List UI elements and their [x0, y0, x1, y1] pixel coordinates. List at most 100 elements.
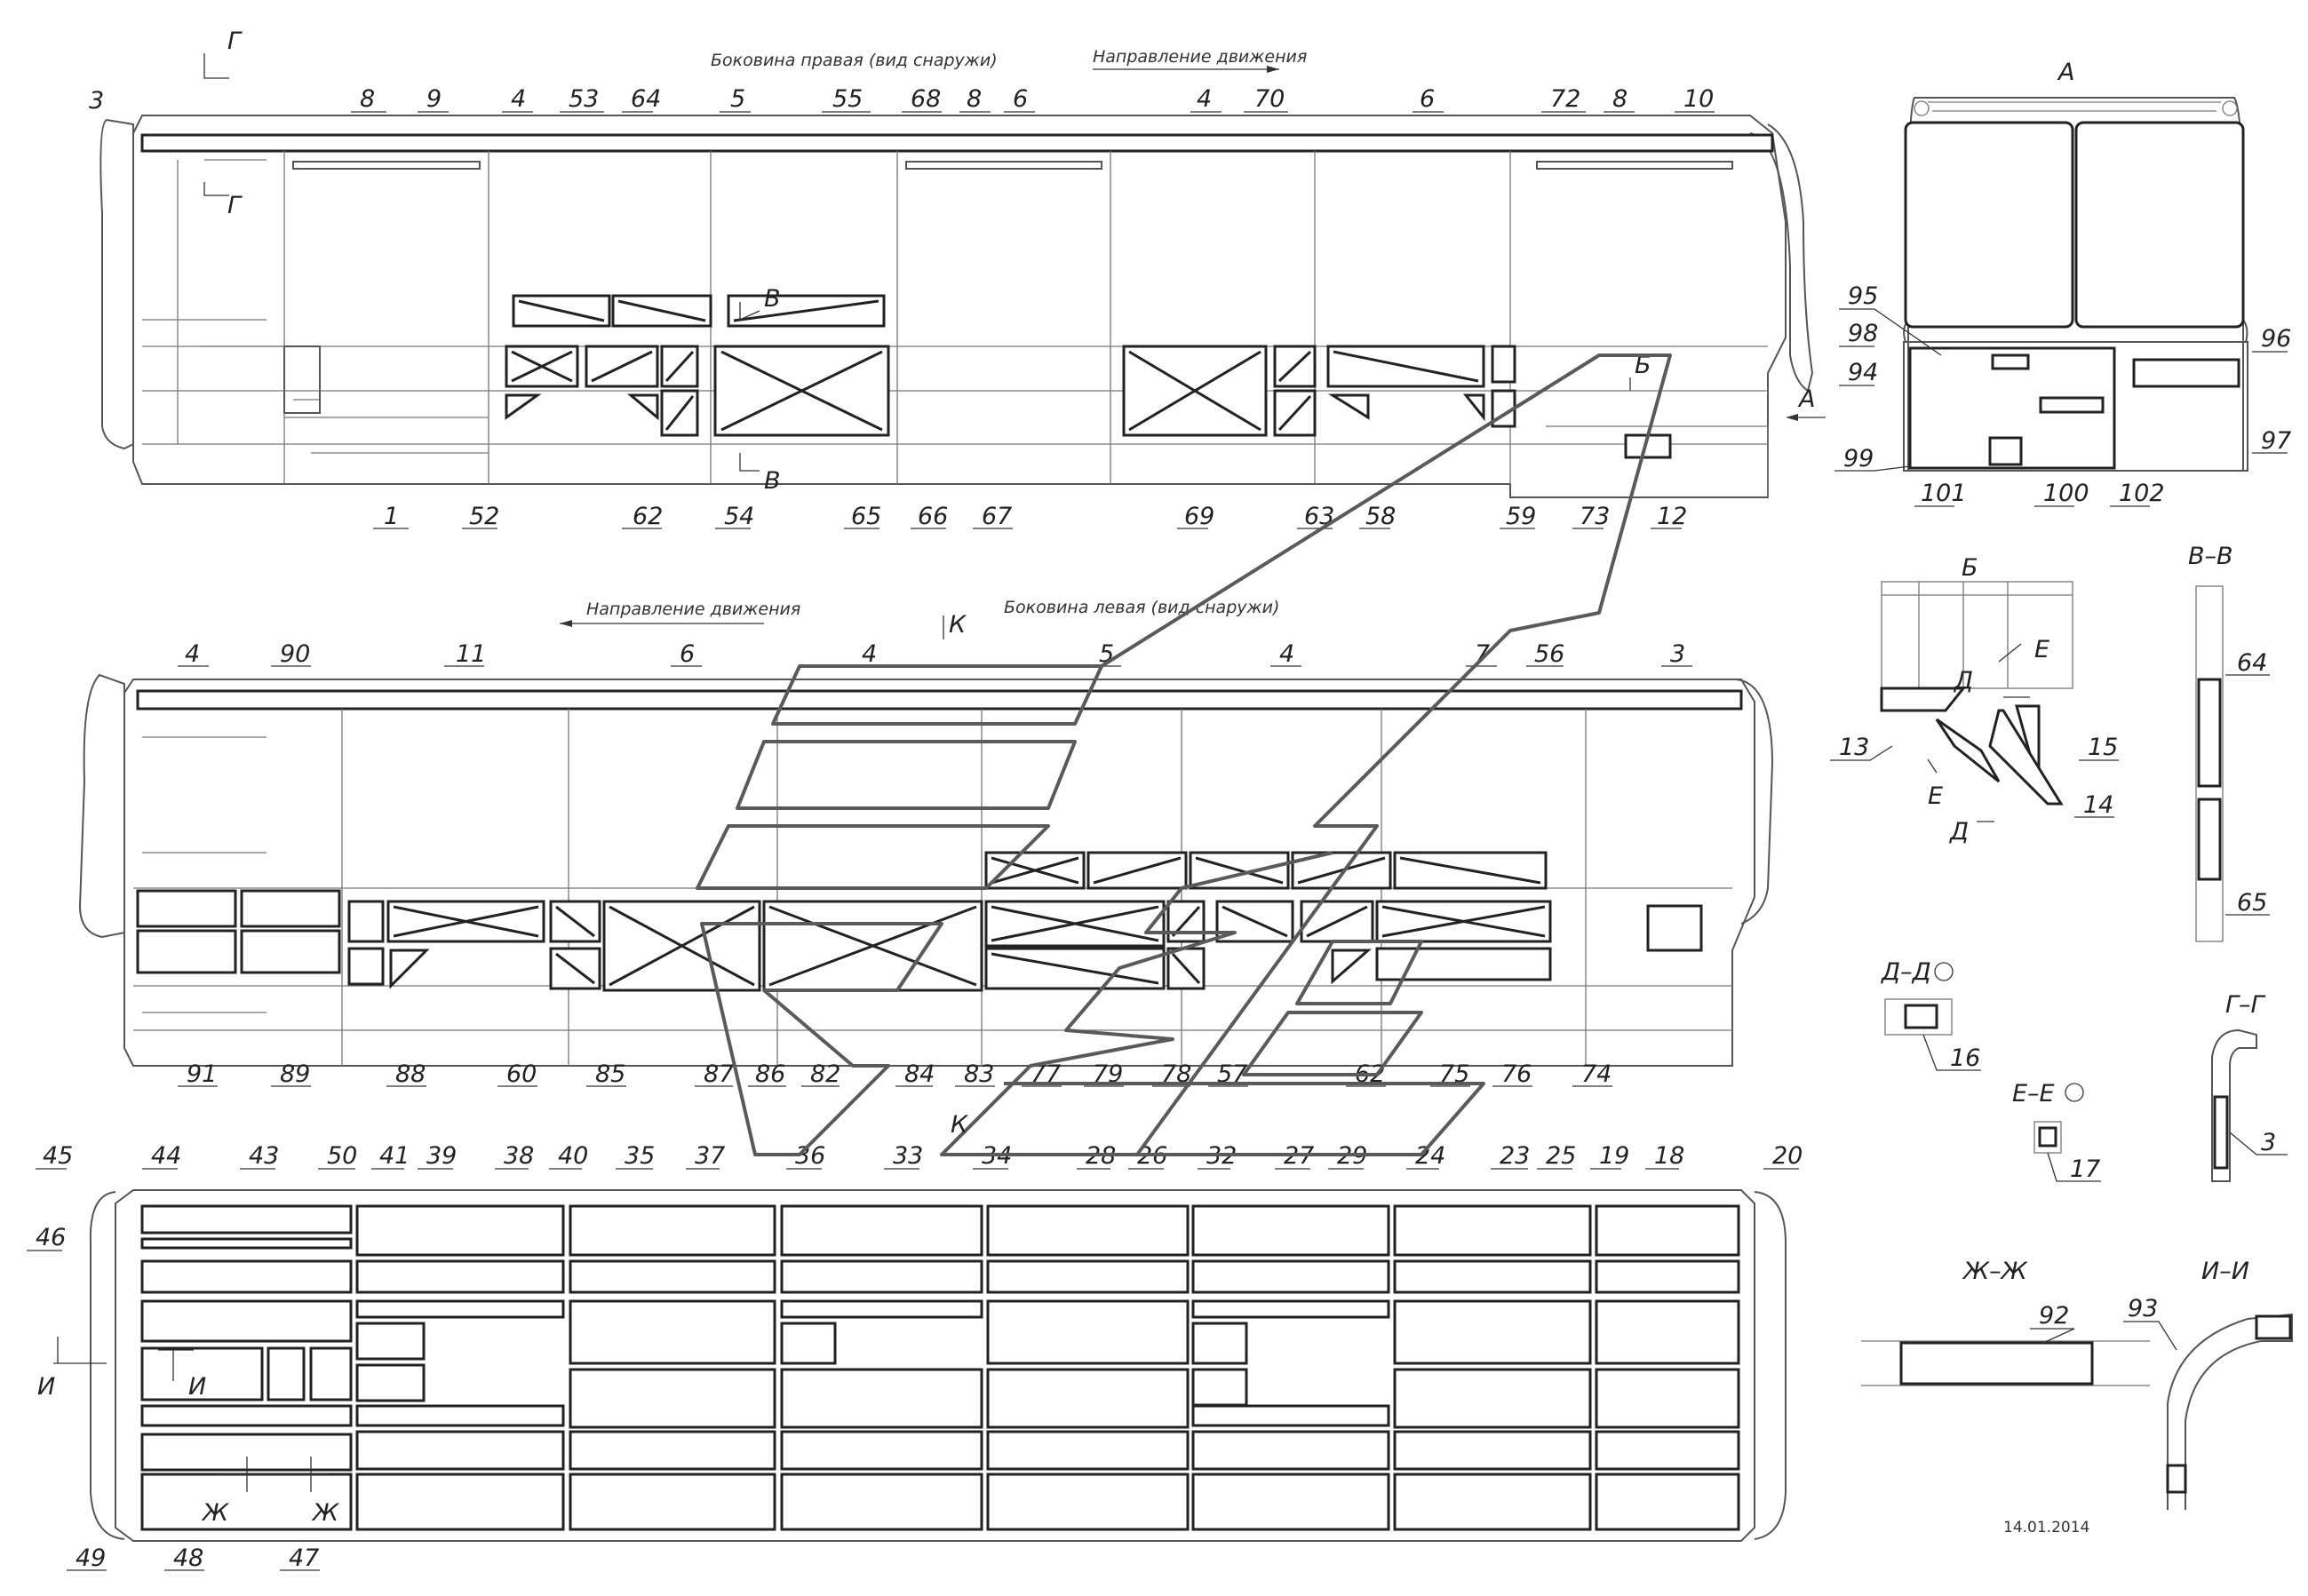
svg-text:25: 25 — [1546, 1142, 1576, 1170]
svg-text:39: 39 — [426, 1142, 457, 1170]
view-b-title: Б — [1962, 554, 1978, 582]
detail-view-gg: Г–Г 3 — [2211, 991, 2288, 1182]
arrow-right-icon — [1267, 66, 1279, 73]
svg-text:23: 23 — [1500, 1142, 1530, 1170]
svg-text:37: 37 — [695, 1142, 725, 1170]
direction-caption-top: Направление движения — [1093, 47, 1307, 67]
svg-text:86: 86 — [755, 1060, 785, 1088]
callout-15: 15 — [2088, 734, 2118, 761]
right-callouts-top: 3 8 9 4 53 64 5 55 68 8 6 4 70 6 72 8 10 — [89, 85, 1715, 115]
svg-text:76: 76 — [1501, 1060, 1532, 1088]
section-g-bottom — [203, 182, 229, 196]
svg-text:101: 101 — [1921, 480, 1967, 507]
svg-text:64: 64 — [631, 85, 661, 113]
callout-93: 93 — [2128, 1295, 2158, 1322]
circle-view-icon — [2065, 1083, 2084, 1102]
section-d-label-2: Д — [1949, 818, 1969, 846]
arrow-a-label: А — [1797, 385, 1815, 413]
svg-text:65: 65 — [851, 503, 881, 530]
section-g-top-label: Г — [227, 28, 243, 55]
svg-text:4: 4 — [1279, 640, 1294, 668]
svg-text:48: 48 — [173, 1544, 203, 1572]
svg-text:87: 87 — [704, 1060, 734, 1088]
roof-front-cap — [89, 1191, 125, 1540]
svg-text:97: 97 — [2261, 427, 2291, 455]
svg-text:70: 70 — [1254, 85, 1285, 113]
arrow-left-icon — [560, 620, 572, 627]
section-v-bottom-label: В — [764, 467, 781, 495]
svg-text:90: 90 — [280, 640, 310, 668]
callout-14: 14 — [2083, 791, 2113, 819]
callout-17: 17 — [2070, 1155, 2100, 1183]
svg-text:53: 53 — [569, 85, 599, 113]
roof-view: И И Ж Ж 45 44 43 50 41 39 38 40 35 37 36… — [27, 1142, 1803, 1572]
section-i-label-2: И — [188, 1373, 206, 1401]
left-side-caption: Боковина левая (вид снаружи) — [1004, 598, 1279, 617]
svg-text:35: 35 — [625, 1142, 655, 1170]
svg-text:6: 6 — [1013, 85, 1028, 113]
svg-text:98: 98 — [1848, 320, 1878, 347]
svg-text:55: 55 — [832, 85, 863, 113]
svg-text:83: 83 — [964, 1060, 994, 1088]
svg-text:19: 19 — [1599, 1142, 1629, 1170]
watermark-logo: К — [696, 353, 1672, 1156]
svg-text:4: 4 — [185, 640, 200, 668]
detail-view-b: Б Е Д Е Д 13 15 14 — [1830, 554, 2119, 846]
svg-text:73: 73 — [1580, 503, 1610, 530]
svg-text:4: 4 — [862, 640, 877, 668]
right-brace-panels — [505, 294, 1672, 459]
section-v-bottom — [739, 453, 760, 472]
section-i-mark — [53, 1337, 107, 1364]
svg-text:33: 33 — [893, 1142, 923, 1170]
svg-text:12: 12 — [1657, 503, 1687, 530]
circle-view-icon — [1934, 962, 1954, 981]
svg-text:54: 54 — [724, 503, 754, 530]
callout-13: 13 — [1839, 734, 1869, 761]
drawing-date: 14.01.2014 — [2003, 1519, 2089, 1536]
roof-callouts-bottom: 49 48 47 — [67, 1544, 320, 1572]
section-v-top-label: В — [764, 285, 781, 313]
svg-text:62: 62 — [633, 503, 663, 530]
detail-view-ee: Е–Е 17 — [2012, 1080, 2101, 1183]
svg-text:47: 47 — [289, 1544, 319, 1572]
svg-text:9: 9 — [426, 85, 442, 113]
arrow-left-icon — [1786, 414, 1798, 421]
svg-text:67: 67 — [982, 503, 1012, 530]
left-roof-rail — [136, 689, 1743, 711]
section-k-label: К — [951, 1111, 969, 1139]
right-side-view: Боковина правая (вид снаружи) Направлени… — [89, 28, 1826, 530]
right-pillars — [142, 151, 1769, 497]
callout-16: 16 — [1950, 1044, 1980, 1072]
view-dd-title: Д–Д — [1881, 958, 1931, 986]
arrow-k-label: К — [949, 611, 967, 639]
section-i-mark-2 — [158, 1349, 194, 1381]
section-i-label: И — [37, 1373, 55, 1401]
svg-text:89: 89 — [280, 1060, 310, 1088]
svg-text:41: 41 — [379, 1142, 410, 1170]
detail-view-ii: И–И 93 — [2123, 1258, 2293, 1510]
svg-text:44: 44 — [151, 1142, 181, 1170]
left-rear-cap — [1736, 679, 1774, 925]
svg-text:96: 96 — [2261, 325, 2291, 353]
svg-text:58: 58 — [1365, 503, 1396, 530]
arrow-b-label: Б — [1635, 352, 1651, 379]
svg-text:88: 88 — [395, 1060, 426, 1088]
section-zh-label-2: Ж — [311, 1499, 339, 1527]
svg-text:84: 84 — [904, 1060, 935, 1088]
svg-text:99: 99 — [1843, 445, 1874, 472]
callout-65-detail: 65 — [2237, 889, 2267, 917]
detail-view-zhzh: Ж–Ж 92 — [1861, 1258, 2150, 1386]
left-front-cap — [78, 673, 125, 939]
svg-text:3: 3 — [1670, 640, 1685, 668]
svg-text:91: 91 — [187, 1060, 217, 1088]
right-front-cap — [99, 118, 134, 450]
section-zh-label: Ж — [201, 1499, 229, 1527]
svg-text:102: 102 — [2119, 480, 2165, 507]
svg-text:68: 68 — [911, 85, 941, 113]
svg-text:45: 45 — [43, 1142, 73, 1170]
roof-panels — [140, 1204, 1740, 1531]
svg-text:60: 60 — [506, 1060, 537, 1088]
svg-text:52: 52 — [469, 503, 499, 530]
view-vv-title: В–В — [2188, 543, 2233, 570]
